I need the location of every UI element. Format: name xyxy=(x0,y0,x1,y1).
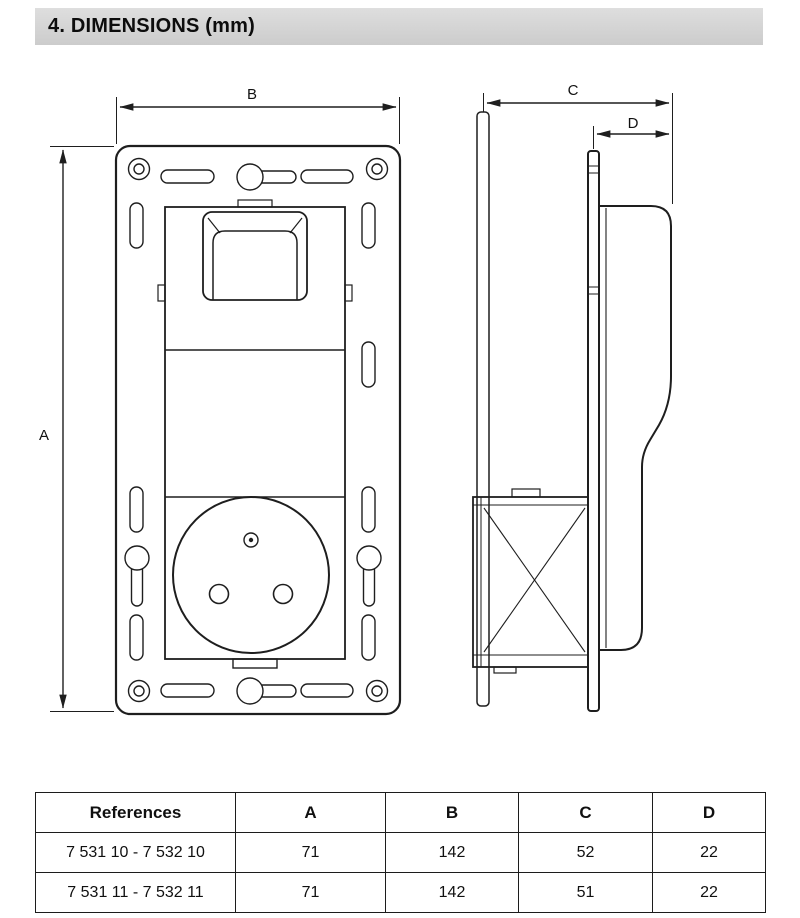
cell-references: 7 531 10 - 7 532 10 xyxy=(35,832,236,873)
table-header-row: References A B C D xyxy=(35,792,766,833)
cell-dim-a: 71 xyxy=(235,872,386,913)
cell-references: 7 531 11 - 7 532 11 xyxy=(35,872,236,913)
cell-dim-c: 51 xyxy=(518,872,653,913)
cell-dim-a: 71 xyxy=(235,832,386,873)
dim-label-c: C xyxy=(568,82,579,99)
dimension-d: D xyxy=(593,115,670,149)
side-view: C D xyxy=(472,82,673,712)
dimension-a: A xyxy=(39,146,114,712)
cell-dim-c: 52 xyxy=(518,832,653,873)
front-view: B A xyxy=(39,86,402,716)
dim-label-b: B xyxy=(247,86,257,103)
switch-rocker xyxy=(202,211,308,301)
cell-dim-b: 142 xyxy=(385,872,519,913)
dim-label-a: A xyxy=(39,427,49,444)
table-row: 7 531 10 - 7 532 10 71 142 52 22 xyxy=(35,832,766,873)
cell-dim-b: 142 xyxy=(385,832,519,873)
dimension-c: C xyxy=(483,82,673,204)
dim-label-d: D xyxy=(628,115,639,132)
col-header-d: D xyxy=(652,792,766,833)
section-header-bar: 4. DIMENSIONS (mm) xyxy=(35,8,763,45)
socket-face xyxy=(172,496,330,654)
cover-plate-edge xyxy=(587,150,600,712)
flush-box xyxy=(472,488,589,674)
cell-dim-d: 22 xyxy=(652,872,766,913)
section-title: 4. DIMENSIONS (mm) xyxy=(48,15,255,37)
cell-dim-d: 22 xyxy=(652,832,766,873)
plate-fixing-holes xyxy=(124,157,389,705)
table-row: 7 531 11 - 7 532 11 71 142 51 22 xyxy=(35,872,766,913)
col-header-c: C xyxy=(518,792,653,833)
support-frame-edge xyxy=(476,111,490,707)
dimensions-drawing: B A xyxy=(39,82,673,716)
dimension-b: B xyxy=(116,86,400,144)
dimensions-table: References A B C D 7 531 10 - 7 532 10 7… xyxy=(35,792,766,913)
cover-profile xyxy=(599,205,672,651)
col-header-a: A xyxy=(235,792,386,833)
col-header-b: B xyxy=(385,792,519,833)
mounting-plate-outline xyxy=(114,144,402,716)
col-header-references: References xyxy=(35,792,236,833)
switch-socket-module xyxy=(157,199,353,669)
